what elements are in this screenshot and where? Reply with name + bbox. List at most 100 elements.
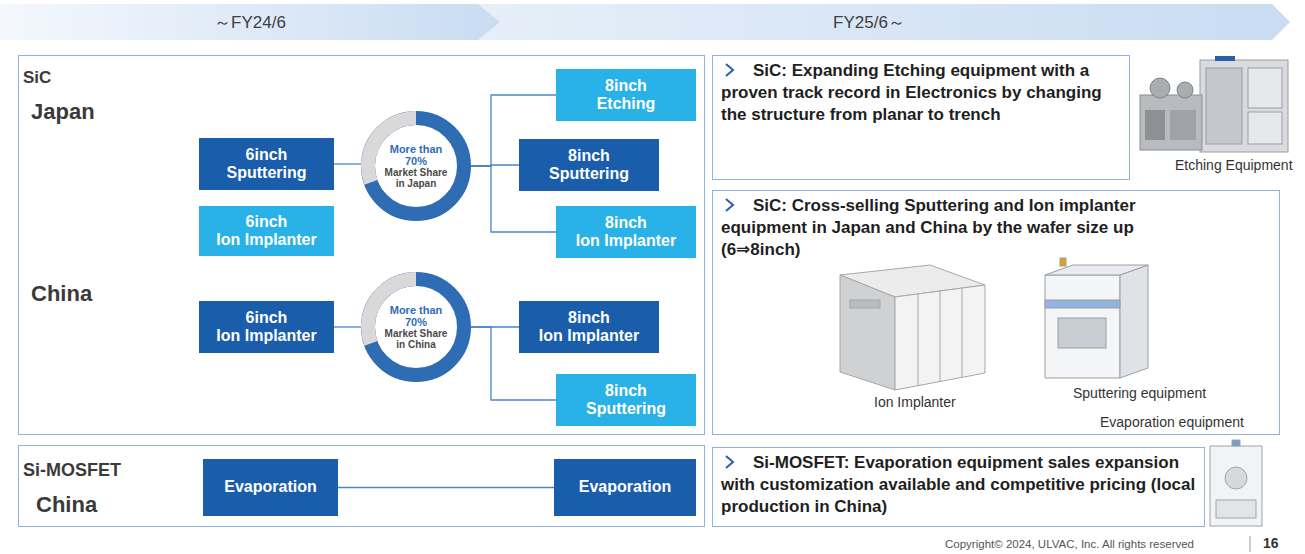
- etching-equipment-picture: [1170, 110, 1196, 140]
- equipment-box: Evaporation: [554, 459, 696, 516]
- sputtering-equipment-picture: [1060, 258, 1066, 266]
- ion-implanter-picture: [840, 275, 895, 390]
- box-label: 8inch Etching: [597, 77, 656, 114]
- share-caption: Market Share in Japan: [380, 167, 452, 189]
- text-slot: China: [36, 492, 97, 518]
- box-label: 6inch Ion Implanter: [216, 213, 316, 250]
- sputtering-equipment-picture: [1045, 275, 1120, 378]
- picture-caption: Etching Equipment: [1175, 157, 1293, 173]
- ion-implanter-picture: [850, 300, 880, 308]
- text-slot: SiC: [23, 68, 51, 88]
- bullet-chevron: [726, 64, 733, 468]
- box-label: 8inch Sputtering: [586, 382, 666, 419]
- etching-equipment-picture: [1140, 95, 1202, 150]
- box-label-line: 6inch: [227, 146, 307, 164]
- share-value: More than 70%: [380, 143, 452, 167]
- picture-caption: Ion Implanter: [874, 394, 956, 410]
- note-text: SiC: Expanding Etching equipment with a …: [721, 60, 1121, 126]
- etching-equipment-picture: [1215, 56, 1235, 61]
- note-text: Si-MOSFET: Evaporation equipment sales e…: [721, 452, 1196, 518]
- region-panel: Si-MOSFET China Evaporation Evaporation: [18, 445, 705, 527]
- text-slot: Sputtering equipment: [1073, 385, 1206, 401]
- region-panel: SiCJapanChina6inch SputteringMore than 7…: [18, 55, 705, 435]
- region-label: Japan: [31, 99, 95, 125]
- sputtering-equipment-picture: [1120, 265, 1148, 378]
- region-label: China: [31, 281, 92, 307]
- note-text: SiC: Cross-selling Sputtering and Ion im…: [721, 195, 1201, 261]
- equipment-box: 6inch Ion Implanter: [199, 301, 334, 353]
- picture-caption: Sputtering equipment: [1073, 385, 1206, 401]
- copyright-note: Copyright© 2024, ULVAC, Inc. All rights …: [945, 538, 1194, 550]
- ion-implanter-picture: [962, 288, 963, 378]
- etching-equipment-picture: [1150, 78, 1170, 98]
- etching-equipment-picture: [1248, 112, 1282, 144]
- panel-heading: SiC: [23, 68, 51, 88]
- evaporation-equipment-picture: [1210, 446, 1262, 526]
- evaporation-equipment-picture: [1210, 440, 1262, 526]
- etching-equipment-picture: [1177, 82, 1193, 98]
- box-label: 8inch Sputtering: [549, 147, 629, 184]
- share-value: More than 70%: [380, 304, 452, 328]
- footer-separator: [1250, 536, 1251, 552]
- text-slot: Evaporation equipment: [1100, 414, 1244, 430]
- box-label: 6inch Sputtering: [227, 146, 307, 183]
- panel-heading: Si-MOSFET: [23, 460, 121, 481]
- box-label: Evaporation: [579, 478, 671, 496]
- equipment-box: 8inch Etching: [556, 69, 696, 121]
- text-slot: Japan: [31, 99, 95, 125]
- equipment-box: 8inch Ion Implanter: [556, 206, 696, 258]
- text-slot: 16: [1263, 535, 1279, 551]
- box-label-line: 8inch: [597, 77, 656, 95]
- equipment-box: 6inch Sputtering: [199, 138, 334, 190]
- text-slot: Copyright© 2024, ULVAC, Inc. All rights …: [945, 538, 1194, 550]
- ion-implanter-picture: [895, 285, 985, 390]
- ion-implanter-picture: [840, 265, 985, 390]
- timeline-band: ～FY24/6: [0, 4, 500, 40]
- sputtering-equipment-picture: [1045, 258, 1148, 378]
- note-panel: SiC: Expanding Etching equipment with a …: [712, 55, 1130, 180]
- bullet-chevron: [726, 64, 733, 76]
- etching-equipment-picture: [1248, 68, 1282, 108]
- footer-separator: [1250, 536, 1251, 552]
- connector-line: [334, 326, 361, 327]
- timeline-band: FY25/6～: [478, 4, 1290, 40]
- evaporation-equipment-picture: [1216, 500, 1256, 518]
- box-label-line: 6inch: [216, 213, 316, 231]
- box-label: 8inch Ion Implanter: [539, 309, 639, 346]
- box-label: Evaporation: [224, 478, 316, 496]
- band-label: ～FY24/6: [214, 11, 286, 34]
- text-slot: Si-MOSFET: [23, 460, 121, 481]
- connector-line: [334, 163, 361, 164]
- band-arrow: [0, 4, 500, 40]
- text-slot: Etching Equipment: [1175, 157, 1293, 173]
- donut-share-arc: [368, 279, 464, 375]
- region-label: China: [36, 492, 97, 518]
- equipment-box: 8inch Sputtering: [519, 139, 659, 191]
- ion-implanter-picture: [940, 291, 941, 382]
- box-label-line: 8inch: [576, 214, 676, 232]
- box-label-line: 8inch: [549, 147, 629, 165]
- band-arrow: [478, 4, 1290, 40]
- box-label-line: 6inch: [216, 309, 316, 327]
- etching-equipment-picture: [1145, 110, 1165, 140]
- box-label-line: 8inch: [539, 309, 639, 327]
- picture-caption: Evaporation equipment: [1100, 414, 1244, 430]
- page-number: 16: [1263, 535, 1279, 551]
- bullet-chevron: [726, 199, 733, 211]
- bullet-chevron: [726, 456, 733, 468]
- ion-implanter-picture: [918, 294, 919, 386]
- equipment-box: 6inch Ion Implanter: [199, 206, 334, 256]
- share-donut: More than 70%Market Share in China: [361, 272, 471, 382]
- share-caption: Market Share in China: [380, 328, 452, 350]
- etching-equipment-picture: [1140, 56, 1288, 152]
- etching-equipment-picture: [1200, 60, 1288, 152]
- equipment-box: Evaporation: [203, 459, 338, 516]
- sputtering-equipment-picture: [1045, 300, 1120, 308]
- equipment-box: 8inch Ion Implanter: [519, 301, 659, 353]
- box-label: 8inch Ion Implanter: [576, 214, 676, 251]
- donut-share-arc: [368, 118, 464, 214]
- box-label: 6inch Ion Implanter: [216, 309, 316, 346]
- text-slot: Ion Implanter: [874, 394, 956, 410]
- note-panel: Si-MOSFET: Evaporation equipment sales e…: [712, 447, 1205, 527]
